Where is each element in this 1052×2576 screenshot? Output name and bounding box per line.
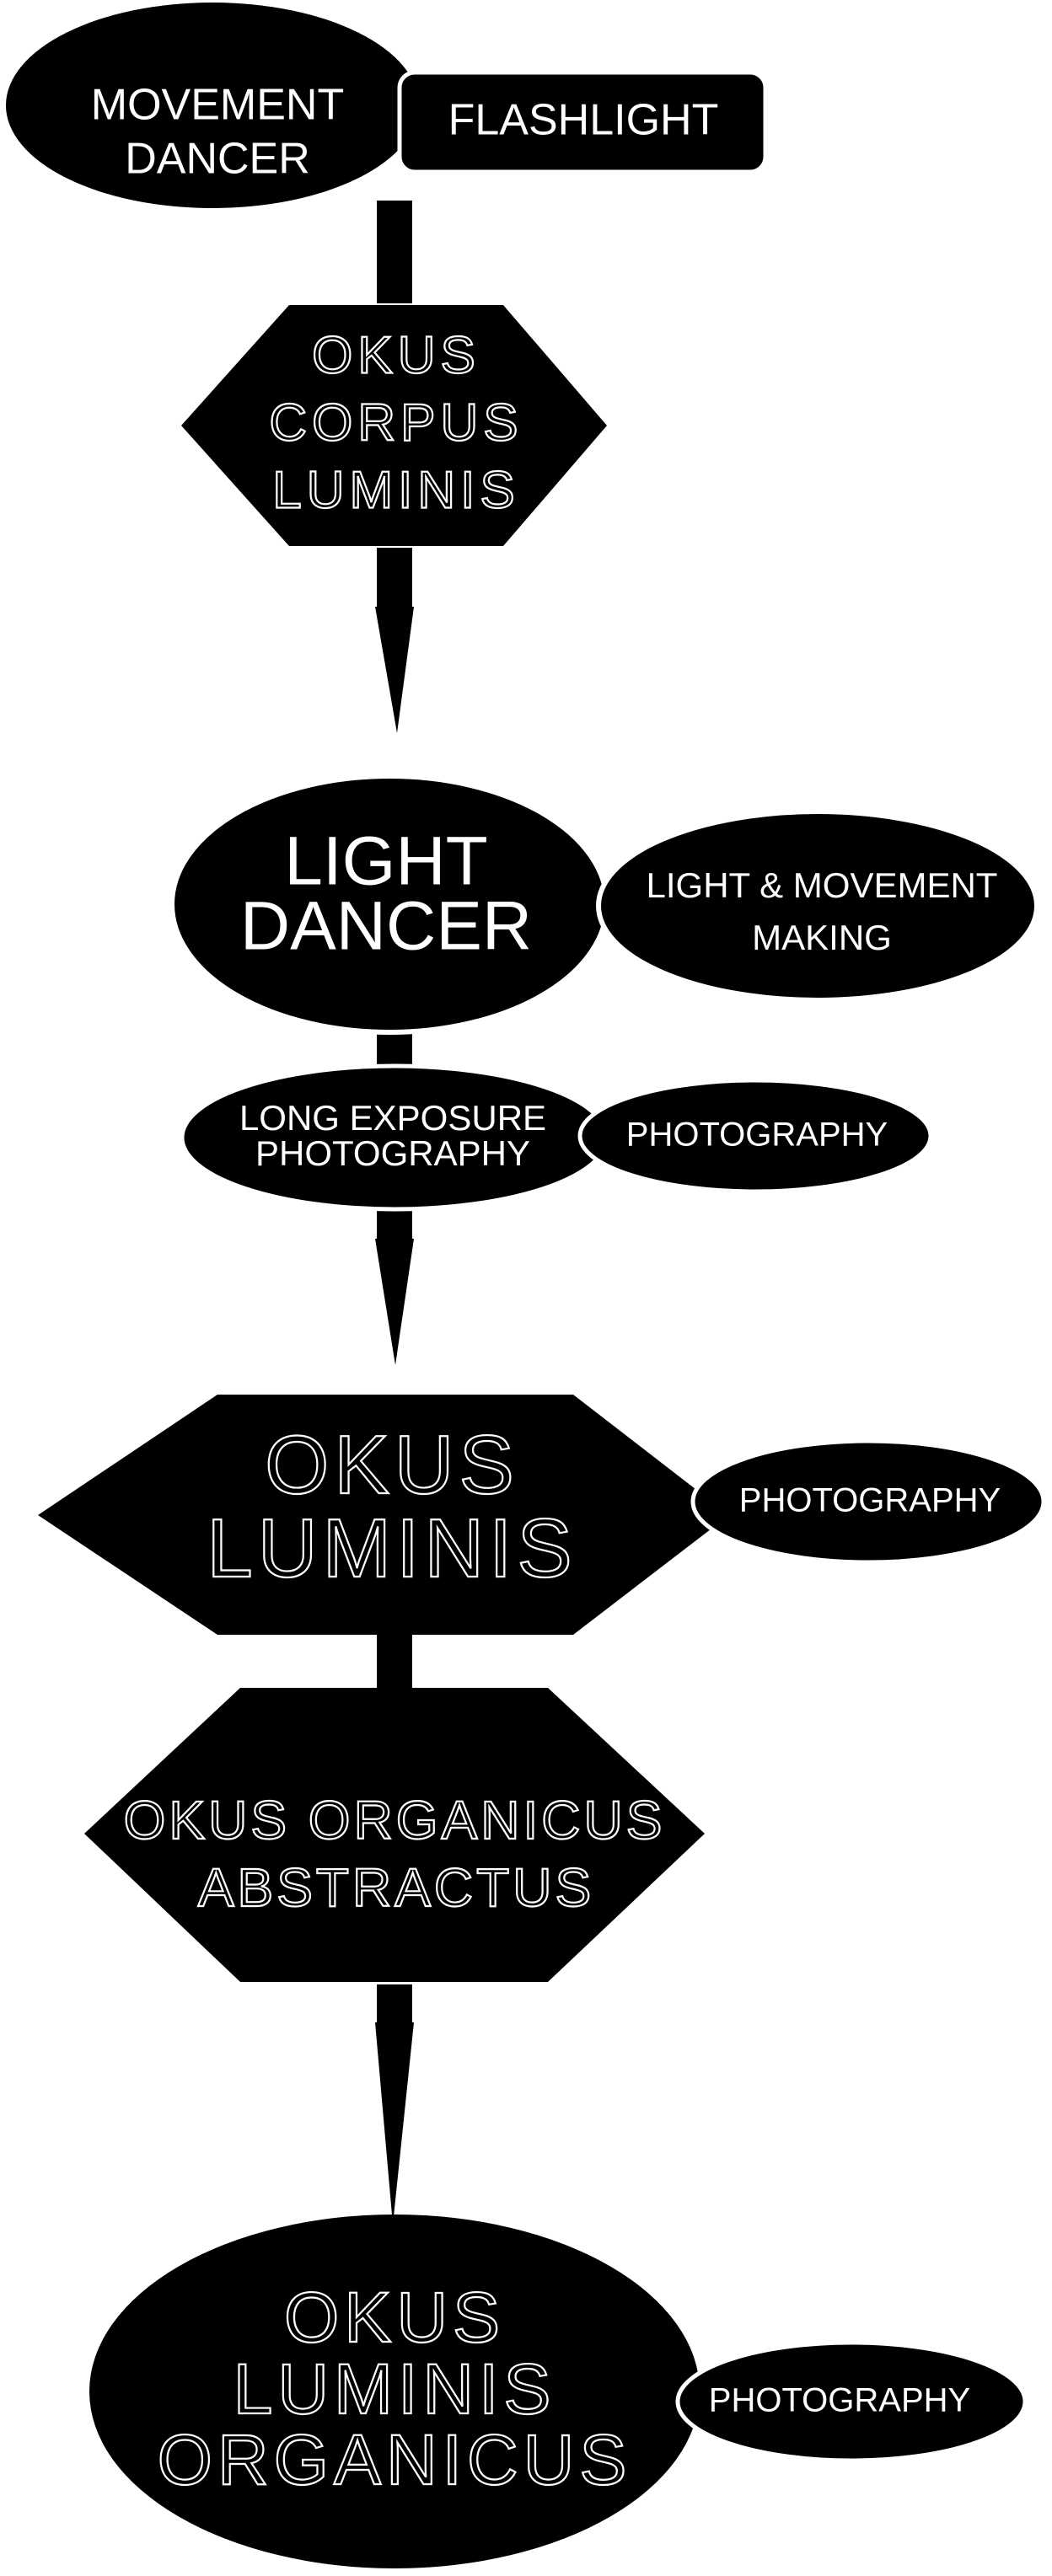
connector-4 xyxy=(377,1209,412,1243)
node-okus-organicus-abstractus-line-1: OKUS ORGANICUS xyxy=(124,1790,666,1850)
node-photography-2: PHOTOGRAPHY xyxy=(690,1438,1046,1565)
node-okus-corpus-luminis: OKUS CORPUS LUMINIS xyxy=(181,305,607,546)
node-okus-corpus-luminis-line-1: OKUS xyxy=(312,326,480,384)
connector-1 xyxy=(377,201,412,303)
connector-3 xyxy=(377,1032,412,1066)
node-light-dancer: LIGHT DANCER xyxy=(169,774,609,1035)
node-photography-2-label: PHOTOGRAPHY xyxy=(739,1482,1001,1519)
connector-6 xyxy=(377,1984,412,2027)
node-okus-luminis-line-2: LUMINIS xyxy=(207,1502,577,1594)
node-okus-luminis-organicus: OKUS LUMINIS ORGANICUS xyxy=(89,2215,700,2568)
node-flashlight-label: FLASHLIGHT xyxy=(448,96,719,145)
node-movement-dancer-line-2: DANCER xyxy=(125,135,310,184)
arrow-3 xyxy=(375,2022,414,2225)
node-movement-dancer: MOVEMENT DANCER xyxy=(6,3,419,208)
node-okus-luminis-organicus-line-1: OKUS xyxy=(284,2278,505,2357)
arrow-2 xyxy=(375,1239,414,1365)
node-light-dancer-line-2: DANCER xyxy=(240,888,532,965)
node-long-exposure-photography: LONG EXPOSURE PHOTOGRAPHY xyxy=(180,1063,609,1212)
connector-2 xyxy=(377,548,412,607)
node-photography-1-label: PHOTOGRAPHY xyxy=(626,1117,888,1154)
node-photography-1: PHOTOGRAPHY xyxy=(577,1078,933,1194)
node-long-exposure-line-1: LONG EXPOSURE xyxy=(239,1098,546,1138)
node-light-movement-making-line-1: LIGHT & MOVEMENT xyxy=(647,865,998,905)
node-light-dancer-line-1: LIGHT xyxy=(284,823,487,900)
connector-5 xyxy=(377,1635,412,1690)
node-long-exposure-line-2: PHOTOGRAPHY xyxy=(255,1133,530,1173)
node-light-movement-making: LIGHT & MOVEMENT MAKING xyxy=(596,809,1039,1003)
node-photography-3-label: PHOTOGRAPHY xyxy=(709,2382,970,2419)
node-flashlight: FLASHLIGHT xyxy=(397,70,768,174)
node-photography-3: PHOTOGRAPHY xyxy=(675,2340,1028,2463)
node-okus-luminis-organicus-line-3: ORGANICUS xyxy=(158,2420,632,2499)
node-okus-organicus-abstractus: OKUS ORGANICUS ABSTRACTUS xyxy=(84,1688,705,1982)
node-light-movement-making-line-2: MAKING xyxy=(752,918,892,957)
node-movement-dancer-line-1: MOVEMENT xyxy=(91,81,344,130)
node-okus-corpus-luminis-line-2: CORPUS xyxy=(269,394,523,452)
node-okus-luminis-organicus-line-2: LUMINIS xyxy=(233,2349,556,2429)
node-okus-luminis: OKUS LUMINIS xyxy=(38,1395,729,1635)
arrow-1 xyxy=(375,607,414,733)
node-okus-organicus-abstractus-line-2: ABSTRACTUS xyxy=(198,1857,594,1918)
node-okus-luminis-line-1: OKUS xyxy=(265,1418,519,1511)
node-okus-corpus-luminis-line-3: LUMINIS xyxy=(272,461,519,519)
